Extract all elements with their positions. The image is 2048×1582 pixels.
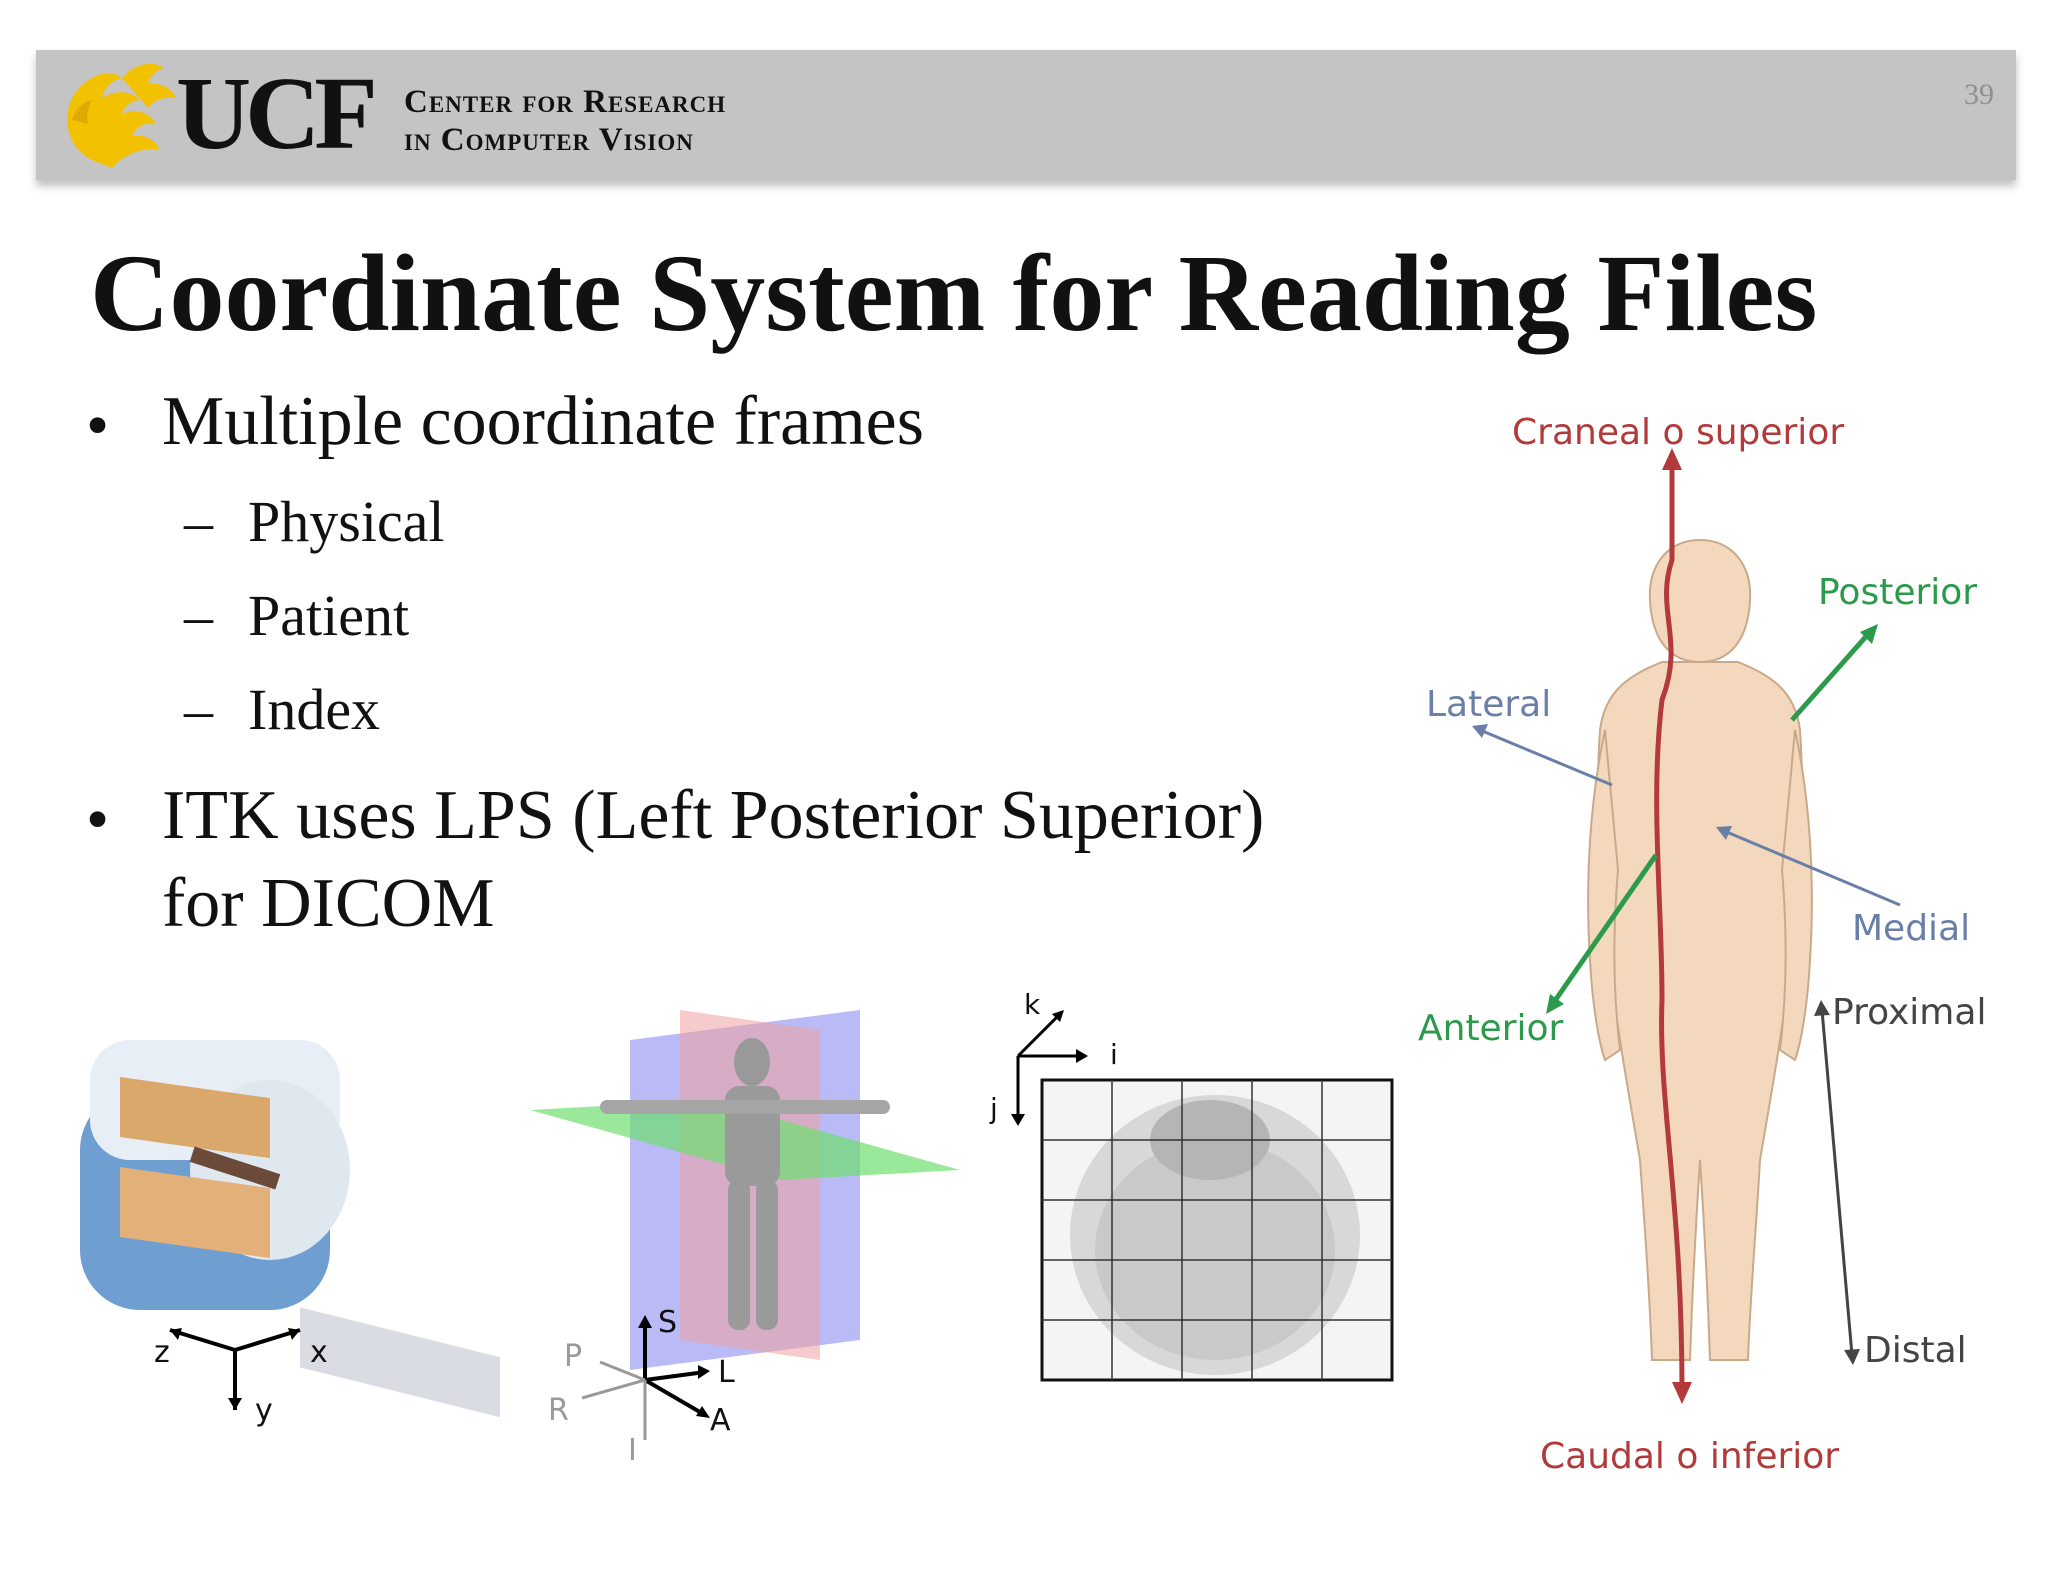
bullet-dot: •	[86, 783, 110, 856]
sub-dash: –	[184, 583, 213, 648]
label-posterior: Posterior	[1818, 572, 1977, 613]
index-grid-illustration: k i j	[989, 990, 1394, 1382]
sub-dash: –	[184, 489, 213, 554]
sub-item: Index	[248, 677, 381, 742]
axis-label-s: S	[658, 1305, 677, 1340]
label-medial: Medial	[1852, 908, 1970, 949]
org-name-line1: Center for Research	[404, 84, 727, 120]
bullet-text-line2: for DICOM	[162, 865, 495, 942]
bullet-text: Multiple coordinate frames	[162, 383, 924, 460]
axis-label-l: L	[718, 1355, 735, 1390]
patient-planes-illustration: S P L R A I	[530, 1010, 960, 1468]
axis-label-i: i	[1110, 1038, 1118, 1071]
axis-label-i: I	[628, 1433, 637, 1468]
bullet-dot: •	[86, 389, 110, 462]
axis-label-x: x	[310, 1335, 328, 1370]
slide-title: Coordinate System for Reading Files	[90, 232, 1818, 354]
bullet-text-line1: ITK uses LPS (Left Posterior Superior)	[162, 777, 1265, 854]
sub-dash: –	[184, 677, 213, 742]
sub-item: Physical	[248, 489, 445, 554]
axis-label-k: k	[1024, 990, 1041, 1021]
label-proximal: Proximal	[1832, 992, 1986, 1033]
axis-label-y: y	[255, 1393, 273, 1428]
page-number: 39	[1964, 78, 1994, 111]
label-lateral: Lateral	[1426, 684, 1551, 725]
label-inferior: Caudal o inferior	[1540, 1436, 1839, 1477]
axis-label-a: A	[710, 1403, 731, 1438]
pegasus-logo-icon	[67, 63, 176, 168]
label-distal: Distal	[1864, 1330, 1967, 1371]
org-name-line2: in Computer Vision	[404, 122, 694, 158]
label-superior: Craneal o superior	[1512, 412, 1844, 453]
axis-label-r: R	[548, 1393, 569, 1428]
axis-label-j: j	[989, 1092, 998, 1125]
axis-label-z: z	[154, 1335, 170, 1370]
sub-item: Patient	[248, 583, 410, 648]
label-anterior: Anterior	[1418, 1008, 1564, 1049]
ucf-logo-text: UCF	[176, 56, 378, 171]
axis-label-p: P	[564, 1339, 582, 1374]
header-bar: UCF Center for Research in Computer Visi…	[36, 50, 2016, 180]
anatomy-directions-illustration: Craneal o superior Posterior Lateral Med…	[1418, 412, 1986, 1477]
mri-scanner-illustration: z x y	[80, 1040, 500, 1428]
